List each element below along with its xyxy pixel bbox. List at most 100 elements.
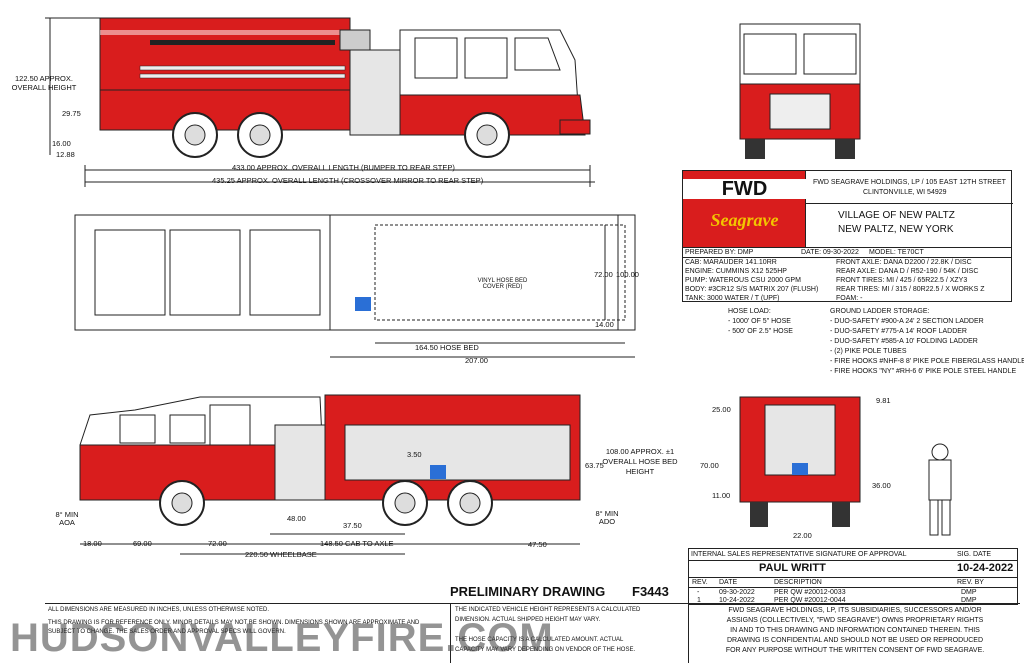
hose-load-notes: HOSE LOAD: - 1000' OF 5" HOSE - 500' OF …	[728, 308, 793, 338]
dim-207: 207.00	[465, 356, 488, 365]
drawing-number: F3443	[632, 584, 669, 599]
customer-location: NEW PALTZ, NEW YORK	[838, 224, 954, 235]
side-view-right	[45, 17, 595, 187]
dim-length-bumper: 433.00 APPROX. OVERALL LENGTH (BUMPER TO…	[232, 163, 455, 172]
dim-bed-height: 108.00 APPROX. ±1 OVERALL HOSE BED HEIGH…	[602, 447, 678, 476]
rev-row-0-date: 09-30-2022	[719, 589, 755, 596]
legal-line: IN AND TO THIS DRAWING AND INFORMATION C…	[730, 627, 980, 634]
spec-front-tires: FRONT TIRES: MI / 425 / 65R22.5 / XZY3	[836, 277, 968, 284]
company-city: CLINTONVILLE, WI 54929	[863, 189, 947, 196]
sig-date-label: SIG. DATE	[957, 551, 992, 558]
tank-body	[99, 17, 351, 91]
ladder-item: - FIRE HOOKS "NY" #RH-6 6' PIKE POLE STE…	[830, 368, 1017, 375]
dim-3-5: 3.50	[407, 450, 422, 459]
dim-29-75: 29.75	[62, 109, 81, 118]
rev-row-0-by: DMP	[961, 589, 977, 596]
hose-load-item: - 500' OF 2.5" HOSE	[728, 328, 793, 335]
spec-body: BODY: #3CR12 S/S MATRIX 207 (FLUSH)	[685, 286, 819, 293]
wheel-front-lower	[159, 480, 205, 526]
dim-47-5: 47.50	[528, 540, 547, 549]
dim-ado: 8° MIN ADO	[595, 509, 619, 526]
dim-18: 18.00	[83, 539, 102, 548]
note-height-a: THE INDICATED VEHICLE HEIGHT REPRESENTS …	[455, 607, 641, 613]
side-view-left	[79, 394, 581, 555]
spec-front-axle: FRONT AXLE: DANA D2200 / 22.8K / DISC	[836, 259, 972, 266]
dim-r-22: 22.00	[793, 531, 812, 540]
dim-48: 48.00	[287, 514, 306, 523]
dim-r-36: 36.00	[872, 481, 891, 490]
dim-69: 69.00	[133, 539, 152, 548]
wheel-rear2-lower	[447, 480, 493, 526]
rev-row-1-rev: 1	[697, 597, 701, 604]
ladder-title: GROUND LADDER STORAGE:	[830, 308, 930, 315]
rear-view	[739, 396, 861, 527]
approver-name: PAUL WRITT	[759, 562, 826, 574]
logo-seagrave: Seagrave	[710, 210, 779, 230]
spec-rear-tires: REAR TIRES: MI / 315 / 80R22.5 / X WORKS…	[836, 286, 985, 293]
legal-line: FOR ANY PURPOSE WITHOUT THE WRITTEN CONS…	[725, 647, 985, 654]
dim-overall-height: 122.50 APPROX. OVERALL HEIGHT	[11, 74, 77, 93]
spec-foam: FOAM: -	[836, 295, 863, 302]
legal-notice: FWD SEAGRAVE HOLDINGS, LP, ITS SUBSIDIAR…	[690, 607, 1020, 657]
wheel-rear1-lower	[382, 480, 428, 526]
firefighter-scale-figure	[928, 443, 952, 536]
ladder-notes: GROUND LADDER STORAGE: - DUO-SAFETY #900…	[830, 308, 1024, 378]
rev-row-1-date: 10-24-2022	[719, 597, 755, 604]
spec-tank: TANK: 3000 WATER / T (UPF)	[685, 295, 780, 302]
logo-fwd: FWD	[683, 179, 806, 199]
col-rev-by: REV. BY	[957, 579, 984, 586]
dim-aoa: 8° MIN AOA	[55, 510, 79, 527]
wheel-front	[464, 112, 510, 158]
ladder-item: - DUO-SAFETY #900-A 24' 2 SECTION LADDER	[830, 318, 984, 325]
dim-72b: 72.00	[208, 539, 227, 548]
dim-63-75: 63.75	[585, 461, 604, 470]
rev-row-1-desc: PER QW #20012-0044	[774, 597, 846, 604]
front-view	[739, 23, 861, 159]
approval-block: INTERNAL SALES REPRESENTATIVE SIGNATURE …	[688, 548, 1018, 605]
note-dimensions: ALL DIMENSIONS ARE MEASURED IN INCHES, U…	[48, 607, 270, 613]
rev-row-0-desc: PER QW #20012-0033	[774, 589, 846, 596]
col-description: DESCRIPTION	[774, 579, 822, 586]
customer-name: VILLAGE OF NEW PALTZ	[838, 210, 955, 221]
spec-rear-axle: REAR AXLE: DANA D / R52-190 / 54K / DISC	[836, 268, 979, 275]
model: MODEL: TE70CT	[869, 249, 924, 256]
prepared-by: PREPARED BY: DMP	[685, 249, 754, 256]
dim-cab-axle: 148.50 CAB TO AXLE	[320, 539, 394, 548]
dim-r-11: 11.00	[712, 491, 731, 500]
note-hose-b: CAPACITY MAY VARY DEPENDING ON VENDOR OF…	[455, 647, 636, 653]
note-hose-a: THE HOSE CAPACITY IS A CALCULATED AMOUNT…	[455, 637, 624, 643]
dim-37-5: 37.50	[343, 521, 362, 530]
approval-header: INTERNAL SALES REPRESENTATIVE SIGNATURE …	[691, 551, 907, 558]
dim-12-88: 12.88	[56, 150, 75, 159]
dim-hose-bed: 164.50 HOSE BED	[415, 343, 479, 352]
dim-r-25: 25.00	[712, 405, 731, 414]
dim-length-mirror: 435.25 APPROX. OVERALL LENGTH (CROSSOVER…	[212, 176, 484, 185]
note-height-b: DIMENSION. ACTUAL SHIPPED HEIGHT MAY VAR…	[455, 617, 601, 623]
dim-16: 16.00	[52, 139, 71, 148]
prepared-date: DATE: 09-30-2022	[801, 249, 859, 256]
wheel-rear1	[172, 112, 218, 158]
preliminary-label: PRELIMINARY DRAWING	[450, 584, 606, 599]
dim-100: 100.00	[616, 270, 639, 279]
dim-r-9-81: 9.81	[876, 396, 891, 405]
dim-r-70: 70.00	[700, 461, 719, 470]
legal-line: ASSIGNS (COLLECTIVELY, "FWD SEAGRAVE") O…	[726, 617, 984, 624]
hose-load-title: HOSE LOAD:	[728, 308, 771, 315]
specs-left: CAB: MARAUDER 141.10RR ENGINE: CUMMINS X…	[685, 259, 818, 304]
approval-date: 10-24-2022	[957, 562, 1014, 574]
hose-bed-cover-label: VINYL HOSE BED COVER (RED)	[477, 278, 528, 290]
logo-box: FWD Seagrave	[683, 171, 806, 247]
dim-72: 72.00	[594, 270, 613, 279]
company-address: FWD SEAGRAVE HOLDINGS, LP / 105 EAST 12T…	[813, 179, 1006, 186]
legal-line: DRAWING IS CONFIDENTIAL AND SHOULD NOT B…	[726, 637, 984, 644]
col-date: DATE	[719, 579, 738, 586]
dim-wheelbase: 220.50 WHEELBASE	[245, 550, 317, 559]
ladder-item: - DUO-SAFETY #585-A 10' FOLDING LADDER	[830, 338, 978, 345]
note-reference: THIS DRAWING IS FOR REFERENCE ONLY. MINO…	[48, 620, 420, 635]
specs-right: FRONT AXLE: DANA D2200 / 22.8K / DISC RE…	[836, 259, 984, 304]
watermark: HUDSONVALLEYFIRE.COM	[10, 616, 554, 660]
spec-engine: ENGINE: CUMMINS X12 525HP	[685, 268, 787, 275]
legal-line: FWD SEAGRAVE HOLDINGS, LP, ITS SUBSIDIAR…	[728, 607, 982, 614]
spec-pump: PUMP: WATEROUS CSU 2000 GPM	[685, 277, 801, 284]
